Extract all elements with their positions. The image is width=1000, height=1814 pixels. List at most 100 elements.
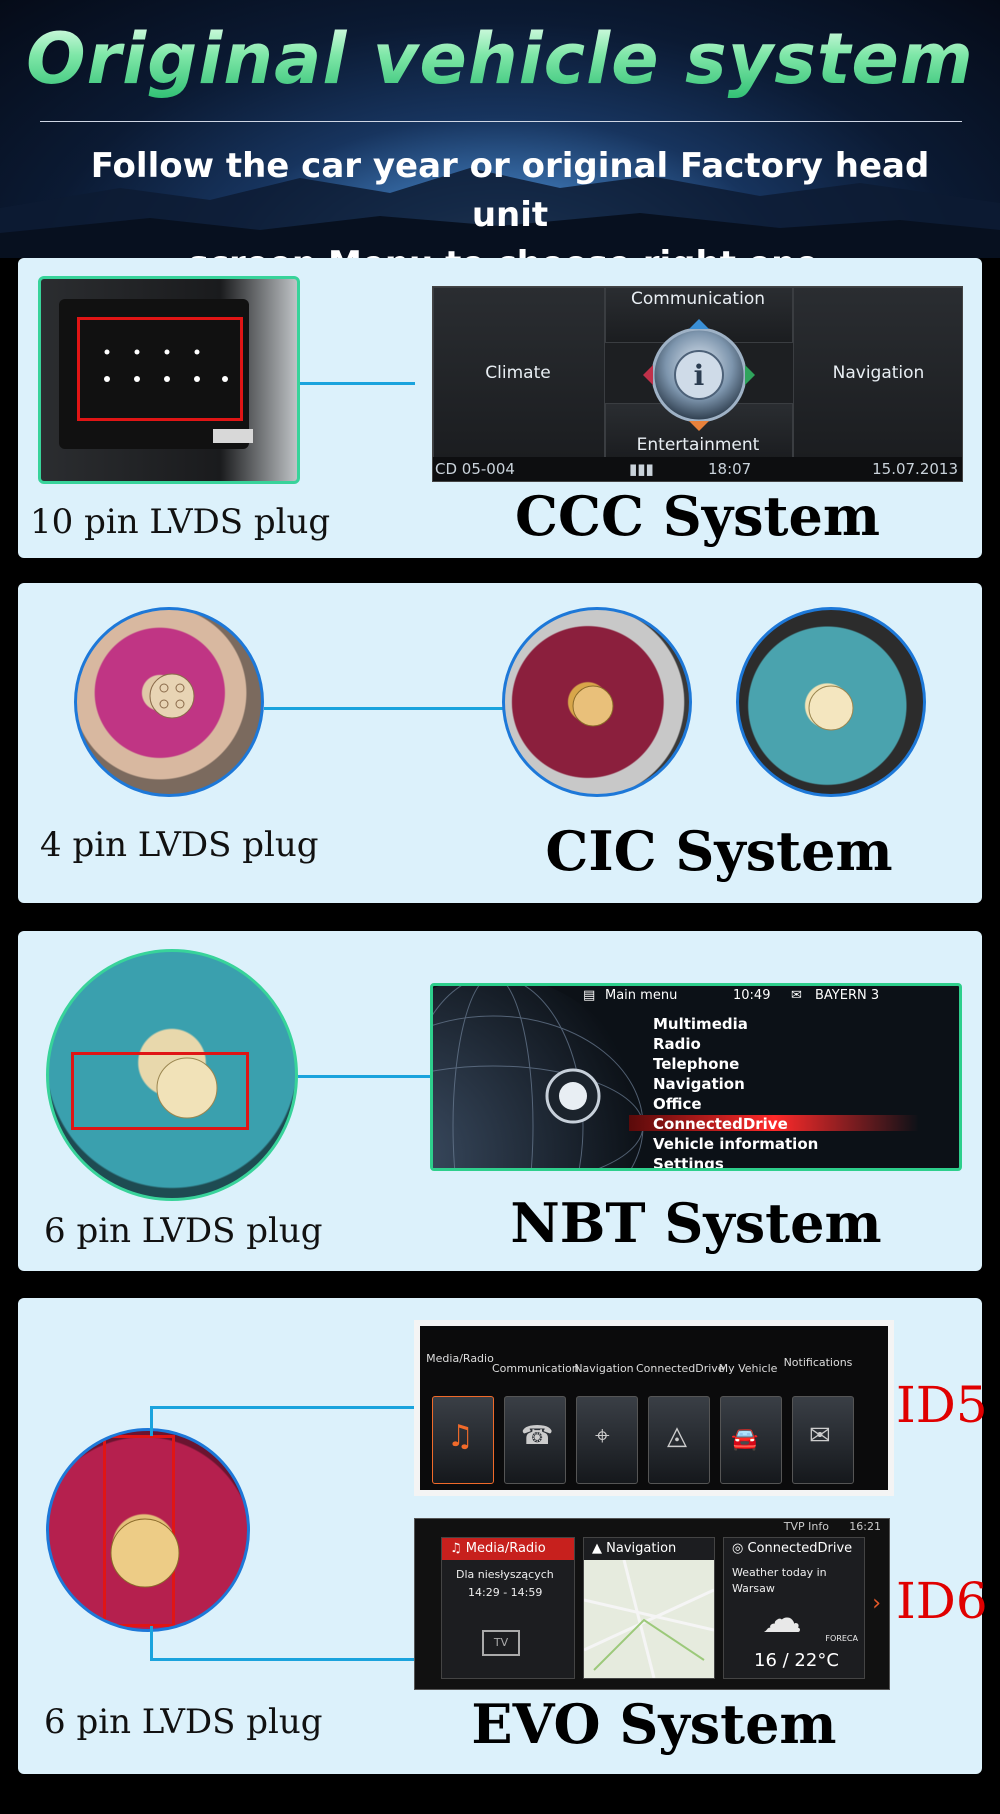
id6-weather-temp: 16 / 22°C [754,1650,839,1671]
id6-tile-media: ♫ Media/Radio Dla niesłyszących 14:29 - … [441,1537,575,1679]
nbt-menu-item: Settings [653,1155,724,1171]
nbt-station: BAYERN 3 [815,988,880,1003]
mountain-background [0,168,1000,258]
id6-tile-connecteddrive-header: ◎ ConnectedDrive [724,1538,864,1560]
pin-highlight-box [71,1052,249,1130]
id6-tile-navigation-header: ▲ Navigation [584,1538,714,1560]
ccc-screen: Communication Climate Navigation Enterta… [432,286,963,482]
id5-tab: My Vehicle [718,1362,778,1375]
pin-icon [808,685,854,731]
ccc-tile-navigation [793,287,962,459]
id5-tab: ConnectedDrive [636,1362,725,1375]
ccc-status-date: 15.07.2013 [872,460,958,478]
plug-housing [59,299,249,449]
id6-screen: TVP Info 16:21 ♫ Media/Radio Dla niesłys… [414,1518,890,1690]
id6-tile-connecteddrive: ◎ ConnectedDrive Weather today in Warsaw… [723,1537,865,1679]
vehicle-card: 🚘 [720,1396,782,1484]
connecteddrive-card: ◬ [648,1396,710,1484]
nbt-menu-item-selected: ConnectedDrive [653,1115,788,1133]
connector-line-id5 [150,1406,153,1436]
id6-time: 16:21 [849,1520,881,1533]
notifications-card: ✉ [792,1396,854,1484]
signal-icon: ▮▮▮ [629,460,654,478]
id6-tile-media-text: Dla niesłyszących [456,1568,554,1581]
ccc-status-time: 18:07 [708,460,752,478]
connector-line [298,1075,448,1078]
cloud-icon: ☁ [762,1596,802,1642]
id6-weather-text-2: Warsaw [732,1582,775,1595]
id6-tile-media-title: Media/Radio [465,1541,546,1556]
tv-icon: TV [482,1630,520,1656]
id5-screen: Media/Radio Communication Navigation Con… [414,1320,894,1496]
music-icon: ♫ [447,1419,474,1454]
id5-label: ID5 [896,1376,988,1434]
nbt-system-label: NBT System [510,1191,882,1255]
page-subtitle: Follow the car year or original Factory … [60,142,960,258]
ccc-status-bar: CD 05-004 ▮▮▮ 18:07 15.07.2013 [433,457,962,481]
id5-tab: Notifications [783,1356,853,1369]
ccc-tile-climate [433,287,605,459]
id6-tile-connecteddrive-title: ConnectedDrive [747,1541,853,1556]
navigation-icon: ⌖ [595,1421,610,1451]
nbt-screen: ▤ Main menu 10:49 ✉ BAYERN 3 Multimedia … [430,983,962,1171]
navigation-card: ⌖ [576,1396,638,1484]
connector-line [300,382,415,385]
cic-plug-label: 4 pin LVDS plug [40,825,319,865]
subtitle-line-2: screen Menu to choose right one. [60,240,960,258]
chevron-right-icon: › [872,1591,881,1616]
menu-icon: ▤ [583,988,596,1003]
nbt-menu-title: Main menu [605,988,678,1003]
id6-tile-media-header: ♫ Media/Radio [442,1538,574,1560]
nbt-menu-item: Radio [653,1035,701,1053]
id6-tile-navigation: ▲ Navigation [583,1537,715,1679]
id6-weather-text-1: Weather today in [732,1566,827,1579]
pin-icon [572,685,614,727]
ccc-plug-photo [38,276,300,484]
connecteddrive-icon: ◬ [667,1421,687,1451]
page-title: Original vehicle system [0,18,1000,100]
subtitle-line-1: Follow the car year or original Factory … [90,146,930,235]
id6-label: ID6 [896,1572,988,1630]
connector-line [264,707,508,710]
mail-icon: ✉ [791,988,802,1003]
id6-status: TVP Info [783,1520,829,1533]
pin-icon [110,1518,180,1588]
cic-plug-photo-3 [736,607,926,797]
cic-panel: 4 pin LVDS plug CIC System [18,583,982,903]
plug-latch [213,429,253,443]
ccc-menu-communication: Communication [631,289,765,309]
cic-plug-photo-2 [502,607,692,797]
nbt-plug-photo [46,949,298,1201]
evo-system-label: EVO System [471,1692,837,1756]
cic-plug-photo-1 [74,607,264,797]
nbt-panel: ▤ Main menu 10:49 ✉ BAYERN 3 Multimedia … [18,931,982,1271]
media-card: ♫ [432,1396,494,1484]
ccc-panel: Communication Climate Navigation Enterta… [18,258,982,558]
nbt-menu-item: Multimedia [653,1015,748,1033]
ccc-menu-entertainment: Entertainment [636,435,760,455]
ccc-system-label: CCC System [515,484,880,548]
connector-line-id6 [150,1626,153,1660]
pins-graphic [104,349,228,382]
nbt-top-bar: ▤ Main menu 10:49 ✉ BAYERN 3 [583,988,939,1004]
nbt-menu-item: Navigation [653,1075,745,1093]
nbt-highlight-bar [629,1115,919,1131]
map-graphic [584,1560,714,1678]
pin-icon [149,673,195,719]
header-banner: Original vehicle system Follow the car y… [0,0,1000,258]
communication-card: ☎ [504,1396,566,1484]
pin-highlight-box [103,1435,175,1627]
id5-tab: Communication [492,1362,579,1375]
connector-line-id6 [150,1658,414,1661]
id6-tile-media-time: 14:29 - 14:59 [468,1586,543,1599]
id6-weather-brand: FORECA [825,1634,858,1643]
svg-text:i: i [694,359,705,392]
nbt-time: 10:49 [733,988,771,1003]
car-icon: 🚘 [731,1427,759,1452]
ccc-menu-climate: Climate [485,363,551,383]
cic-system-label: CIC System [545,819,893,883]
nbt-menu-item: Telephone [653,1055,740,1073]
title-divider [40,121,962,122]
mail-icon: ✉ [809,1421,831,1451]
evo-plug-label: 6 pin LVDS plug [44,1702,323,1742]
